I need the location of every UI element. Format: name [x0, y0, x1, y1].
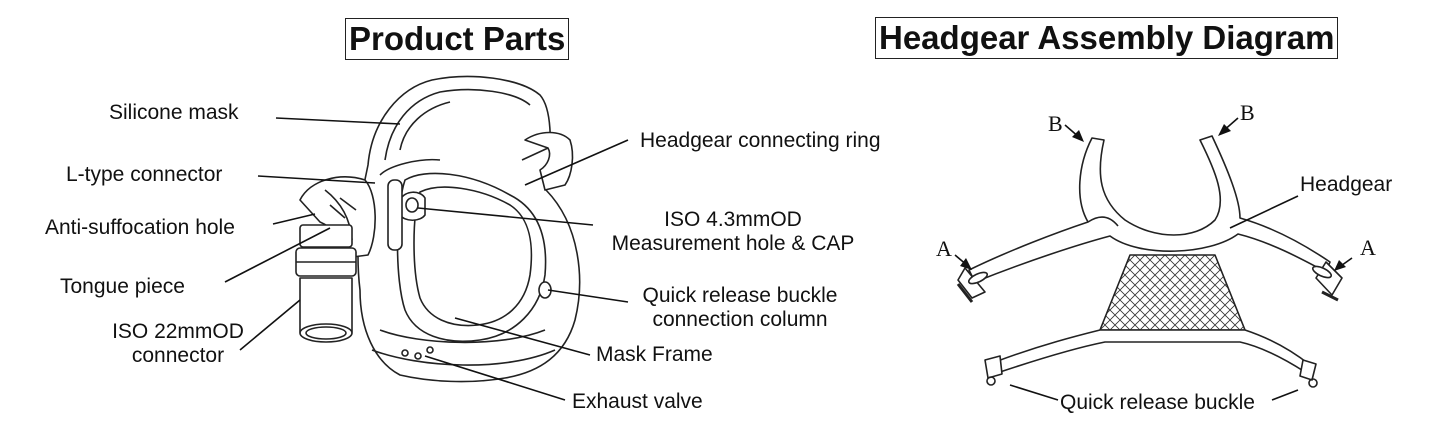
- label-iso43-measurement: ISO 4.3mmOD Measurement hole & CAP: [598, 208, 868, 256]
- label-l-type-connector: L-type connector: [66, 163, 223, 186]
- label-iso22-connector: ISO 22mmOD connector: [98, 320, 258, 368]
- label-headgear: Headgear: [1300, 173, 1393, 196]
- left-buckle-shape: [984, 355, 1003, 379]
- label-silicone-mask: Silicone mask: [109, 101, 239, 124]
- label-iso43-line1: ISO 4.3mmOD: [664, 208, 802, 231]
- connecting-ring-shape: [524, 131, 574, 191]
- headgear-mesh-shape: [1099, 254, 1246, 331]
- marker-a-right: A: [1360, 235, 1376, 260]
- label-qr-column-line1: Quick release buckle: [642, 284, 838, 307]
- label-tongue-piece: Tongue piece: [60, 275, 185, 298]
- label-iso43-line2: Measurement hole & CAP: [611, 232, 855, 255]
- headgear-arrowheads: [960, 124, 1346, 271]
- mask-illustration: [295, 75, 581, 383]
- label-iso22-line2: connector: [131, 344, 225, 367]
- label-iso22-line1: ISO 22mmOD: [112, 320, 244, 343]
- label-qr-column-line2: connection column: [652, 308, 828, 331]
- label-quick-release-buckle: Quick release buckle: [1060, 391, 1255, 414]
- marker-b-right: B: [1240, 100, 1255, 125]
- headgear-illustration: [956, 135, 1343, 388]
- right-buckle-shape: [1299, 359, 1317, 381]
- mask-frame-shape: [396, 172, 547, 342]
- mask-leader-lines: [224, 117, 629, 401]
- headgear-bottom-strap-shape: [994, 329, 1311, 373]
- headgear-assembly-title: Headgear Assembly Diagram: [875, 17, 1339, 59]
- marker-a-left: A: [936, 236, 952, 261]
- label-exhaust-valve: Exhaust valve: [572, 390, 703, 413]
- label-mask-frame: Mask Frame: [596, 343, 713, 366]
- marker-b-left: B: [1048, 111, 1063, 136]
- label-quick-release-column: Quick release buckle connection column: [630, 284, 850, 332]
- label-headgear-connecting-ring: Headgear connecting ring: [640, 129, 881, 152]
- label-anti-suffocation-hole: Anti-suffocation hole: [45, 216, 235, 239]
- product-parts-title: Product Parts: [345, 18, 570, 60]
